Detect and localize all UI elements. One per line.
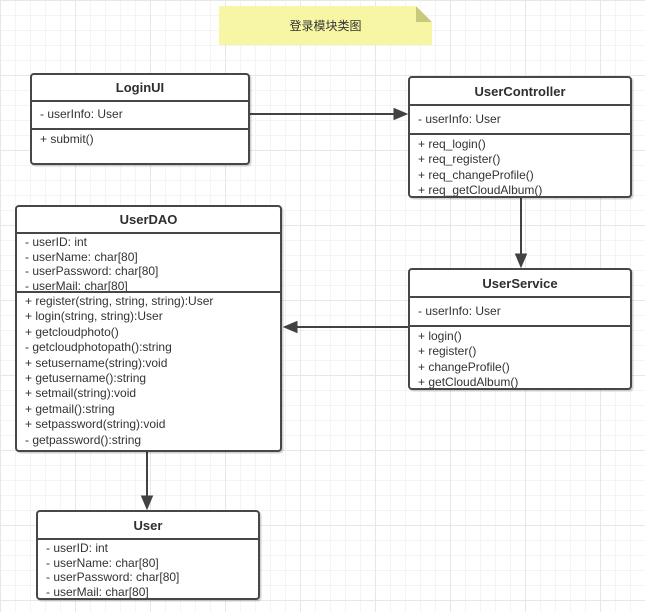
class-title: UserController [474,83,566,99]
member-line: - userMail: char[80] [25,278,128,292]
edge-loginui-to-usercontroller[interactable] [250,107,409,121]
edge-usercontroller-to-userservice[interactable] [514,198,528,269]
member-line: + req_changeProfile() [418,167,534,182]
member-line: - userName: char[80] [46,555,159,570]
member-line: + setmail(string):void [25,386,137,401]
member-line: + getmail():string [25,401,115,416]
member-line: + register(string, string, string):User [25,294,214,308]
member-line: + submit() [40,132,94,146]
class-methods: + register(string, string, string):User+… [17,291,280,450]
note-text: 登录模块类图 [289,19,362,33]
class-attributes: - userID: int- userName: char[80]- userP… [38,538,258,598]
member-line: - userID: int [46,541,109,555]
member-line: - userInfo: User [418,111,501,126]
member-line: - userMail: char[80] [46,584,149,599]
member-line: - userInfo: User [40,107,123,122]
member-line: + login() [418,329,462,343]
class-methods: + submit() [32,128,248,163]
class-methods: + req_login()+ req_register()+ req_chang… [410,133,630,196]
class-attributes: - userInfo: User [410,296,630,325]
member-line: + getusername():string [25,371,147,386]
member-line: + req_register() [418,152,501,167]
sticky-note[interactable]: 登录模块类图 [219,6,432,45]
member-line: - userName: char[80] [25,249,138,264]
member-line: - getcloudphotopath():string [25,340,172,355]
member-line: + getcloudphoto() [25,324,119,339]
member-line: + req_login() [418,137,486,151]
member-line: - userPassword: char[80] [25,264,159,278]
class-box-usercontroller[interactable]: UserController - userInfo: User + req_lo… [408,76,632,198]
class-attributes: - userInfo: User [32,100,248,128]
member-line: + setpassword(string):void [25,417,166,432]
member-line: + register() [418,344,477,359]
class-methods: + login()+ register()+ changeProfile()+ … [410,325,630,388]
class-box-user[interactable]: User - userID: int- userName: char[80]- … [36,510,260,600]
member-line: - getpassword():string [25,432,142,447]
edge-userdao-to-user[interactable] [140,452,154,511]
member-line: + req_getCloudAlbum() [418,183,543,196]
class-box-loginui[interactable]: LoginUI - userInfo: User + submit() [30,73,250,165]
class-title: UserService [482,275,558,291]
edge-userservice-to-userdao[interactable] [282,320,408,334]
member-line: + setusername(string):void [25,355,168,370]
class-attributes: - userID: int- userName: char[80]- userP… [17,232,280,291]
member-line: - userID: int [25,235,88,249]
class-box-userdao[interactable]: UserDAO - userID: int- userName: char[80… [15,205,282,452]
member-line: + getCloudAlbum() [418,375,519,388]
class-box-userservice[interactable]: UserService - userInfo: User + login()+ … [408,268,632,390]
class-title: LoginUI [115,80,165,95]
class-title: User [133,517,163,533]
class-title: UserDAO [119,212,178,227]
member-line: + changeProfile() [418,359,510,374]
member-line: + login(string, string):User [25,309,163,324]
member-line: - userInfo: User [418,303,501,318]
class-attributes: - userInfo: User [410,104,630,133]
member-line: - userPassword: char[80] [46,570,180,584]
